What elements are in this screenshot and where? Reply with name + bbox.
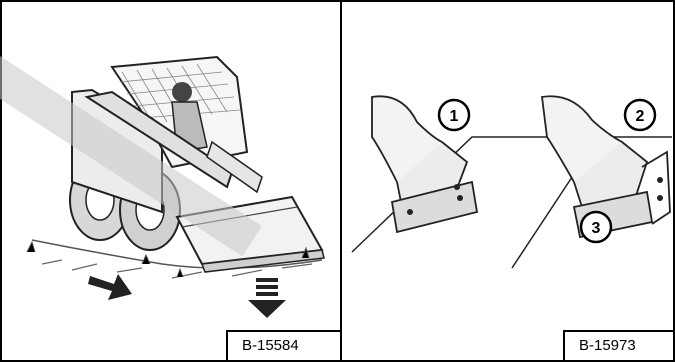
callout-3: 3 (342, 2, 673, 360)
callout-3-label: 3 (592, 220, 601, 237)
figure-caption: B-15973 (563, 330, 673, 360)
down-arrow-icon (2, 2, 340, 360)
figure-panel-pedals: 1 2 3 B-15973 (340, 0, 675, 362)
figure-caption: B-15584 (226, 330, 340, 360)
figure-panel-loader: B-15584 (0, 0, 342, 362)
